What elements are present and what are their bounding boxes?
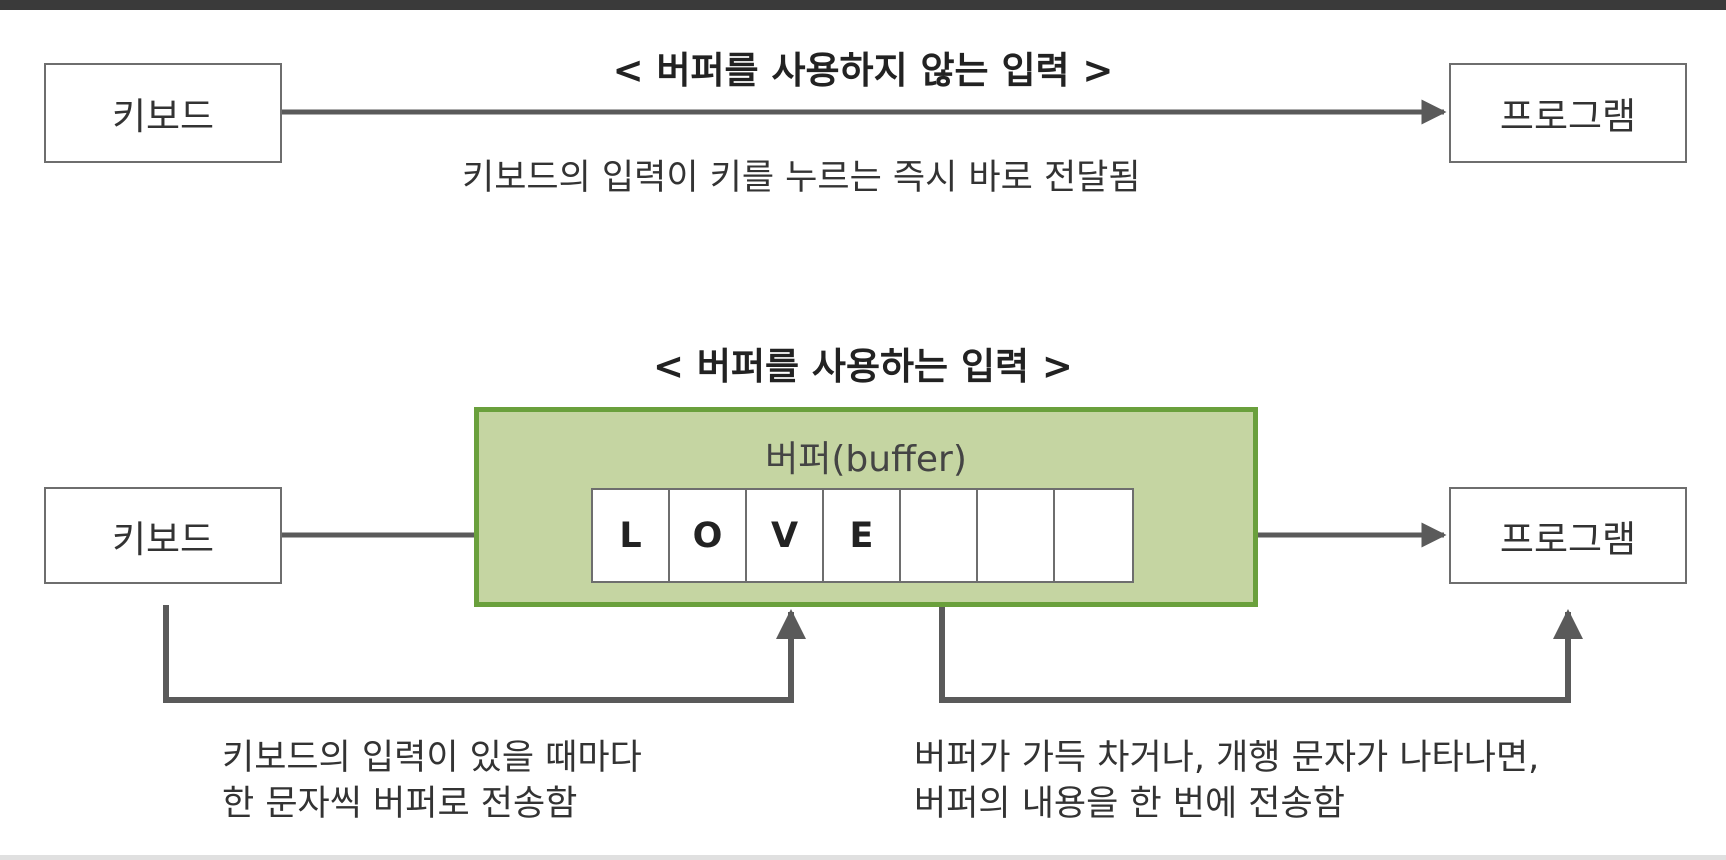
flush-caption-line-1: 버퍼가 가득 차거나, 개행 문자가 나타나면, (914, 738, 1540, 778)
per-char-caption-line-2: 한 문자씩 버퍼로 전송함 (222, 784, 578, 824)
no-buffer-keyboard-box: 키보드 (44, 63, 282, 163)
buffer-cell: O (670, 490, 747, 581)
buffer-label: 버퍼(buffer) (765, 439, 967, 480)
buffer-cell (978, 490, 1055, 581)
buffer-cell (1055, 490, 1132, 581)
with-buffer-program-box: 프로그램 (1449, 487, 1687, 584)
with-buffer-title: < 버퍼를 사용하는 입력 > (653, 345, 1073, 388)
flush-caption-line-2: 버퍼의 내용을 한 번에 전송함 (914, 784, 1345, 824)
no-buffer-caption: 키보드의 입력이 키를 누르는 즉시 바로 전달됨 (462, 158, 1141, 198)
top-rule (0, 0, 1726, 10)
with-buffer-keyboard-box: 키보드 (44, 487, 282, 584)
keyboard-per-char-arrow (163, 605, 806, 703)
buffer-cells: L O V E (591, 488, 1134, 583)
bottom-rule (0, 855, 1726, 860)
buffer-cell: L (593, 490, 670, 581)
no-buffer-program-box: 프로그램 (1449, 63, 1687, 163)
buffer-cell (901, 490, 978, 581)
buffer-cell: V (747, 490, 824, 581)
no-buffer-title: < 버퍼를 사용하지 않는 입력 > (612, 49, 1114, 92)
per-char-caption-line-1: 키보드의 입력이 있을 때마다 (222, 738, 642, 778)
buffer-flush-arrow (939, 607, 1583, 703)
buffer-cell: E (824, 490, 901, 581)
